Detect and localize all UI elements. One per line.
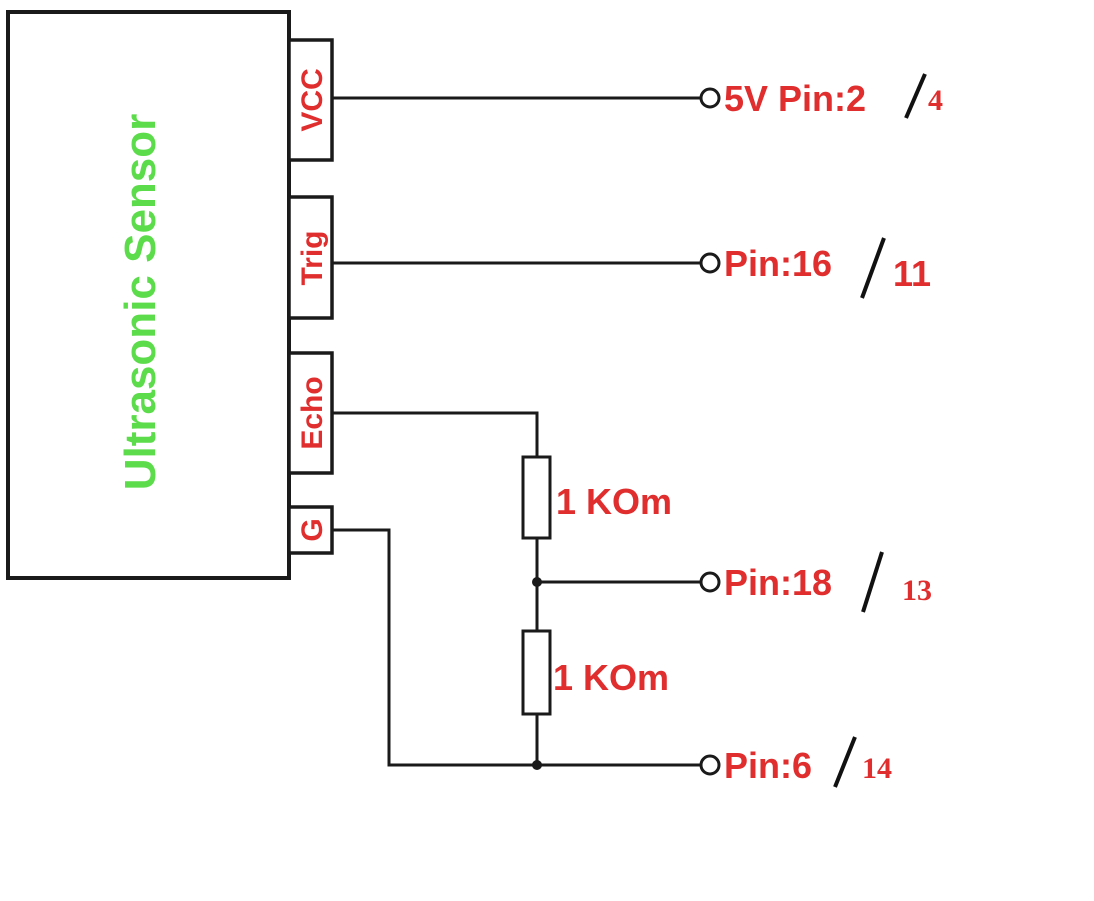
resistor-lower-label: 1 KOm — [553, 657, 669, 698]
slash-divider-trig — [860, 237, 886, 299]
terminal-gnd — [699, 754, 721, 776]
pin-label-vcc: VCC — [296, 68, 329, 131]
pin-box-gnd — [287, 505, 334, 555]
terminal-vcc — [699, 87, 721, 109]
terminal-trig — [699, 252, 721, 274]
connection-alt-echo: 13 — [902, 574, 932, 607]
resistor-upper-label: 1 KOm — [556, 481, 672, 522]
junction-dot-echo — [532, 577, 542, 587]
junction-dot-gnd — [532, 760, 542, 770]
pin-label-echo: Echo — [296, 376, 329, 449]
slash-divider-gnd — [833, 736, 857, 788]
gnd-wire — [333, 528, 700, 767]
sensor-label: Ultrasonic Sensor — [116, 114, 165, 491]
pin-label-gnd: G — [296, 518, 329, 541]
connection-label-gnd: Pin:6 — [724, 745, 812, 786]
echo-wire — [333, 411, 539, 457]
connection-alt-vcc: 4 — [928, 84, 943, 117]
connection-label-trig: Pin:16 — [724, 243, 832, 284]
connection-label-echo: Pin:18 — [724, 562, 832, 603]
pin-box-vcc — [287, 38, 334, 162]
slash-divider-echo — [861, 551, 884, 613]
slash-divider-vcc — [904, 73, 927, 119]
pin-label-trig: Trig — [296, 230, 329, 285]
resistor-lower — [521, 629, 552, 716]
connection-alt-gnd: 14 — [862, 752, 892, 785]
terminal-echo — [699, 571, 721, 593]
resistor-upper — [521, 455, 552, 540]
sensor-body — [6, 10, 291, 580]
wires — [333, 96, 700, 767]
connection-label-vcc: 5V Pin:2 — [724, 78, 866, 119]
pin-box-echo — [287, 351, 334, 475]
pin-box-trig — [287, 195, 334, 320]
connection-alt-trig: 11 — [893, 253, 931, 294]
